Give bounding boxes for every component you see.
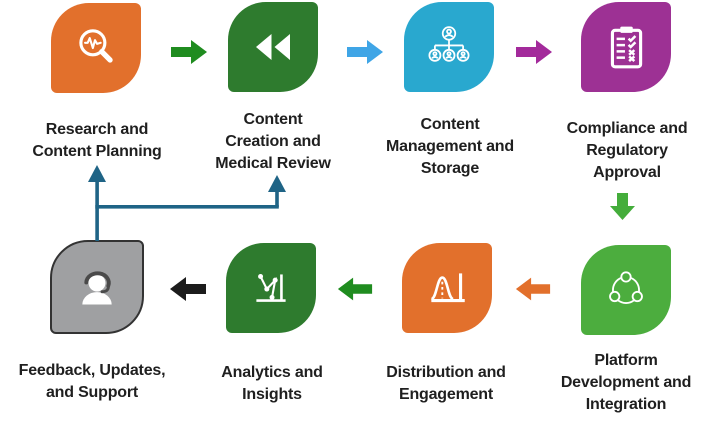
arrow-down-compliance-to-platform-icon xyxy=(608,191,637,227)
arrow-left-platform-to-distribution-icon xyxy=(514,275,552,308)
step-feedback-support-box xyxy=(50,240,144,334)
rewind-icon xyxy=(250,24,296,70)
share-network-icon xyxy=(601,265,651,315)
step-compliance-approval-label: Compliance and Regulatory Approval xyxy=(566,120,688,181)
support-person-icon xyxy=(71,261,123,313)
step-feedback-support-label: Feedback, Updates, and Support xyxy=(18,362,166,401)
step-content-creation-label: Content Creation and Medical Review xyxy=(215,111,331,172)
step-platform-development-box xyxy=(581,245,671,335)
step-compliance-approval-box xyxy=(581,2,671,92)
arrow-right-creation-to-management-icon xyxy=(345,38,385,71)
step-content-management-label: Content Management and Storage xyxy=(386,116,514,177)
arrow-right-management-to-compliance-icon xyxy=(514,38,554,71)
step-distribution-engagement-label: Distribution and Engagement xyxy=(386,364,506,403)
step-research-planning-label: Research and Content Planning xyxy=(32,121,162,160)
step-platform-development-label: Platform Development and Integration xyxy=(560,352,692,413)
step-content-creation-box xyxy=(228,2,318,92)
arrow-right-research-to-creation-icon xyxy=(169,38,209,71)
arrow-left-analytics-to-feedback-icon xyxy=(168,274,208,309)
step-analytics-insights-label: Analytics and Insights xyxy=(221,364,323,403)
step-analytics-insights-box xyxy=(226,243,316,333)
bell-curve-icon xyxy=(423,264,471,312)
clipboard-checklist-icon xyxy=(602,23,650,71)
step-research-planning-box xyxy=(51,3,141,93)
step-content-management-box xyxy=(404,2,494,92)
org-chart-icon xyxy=(425,23,473,71)
step-distribution-engagement-box xyxy=(402,243,492,333)
line-chart-icon xyxy=(247,264,295,312)
feedback-loop-connector xyxy=(80,160,295,249)
magnifier-pulse-icon xyxy=(72,24,120,72)
arrow-left-distribution-to-analytics-icon xyxy=(336,275,374,308)
